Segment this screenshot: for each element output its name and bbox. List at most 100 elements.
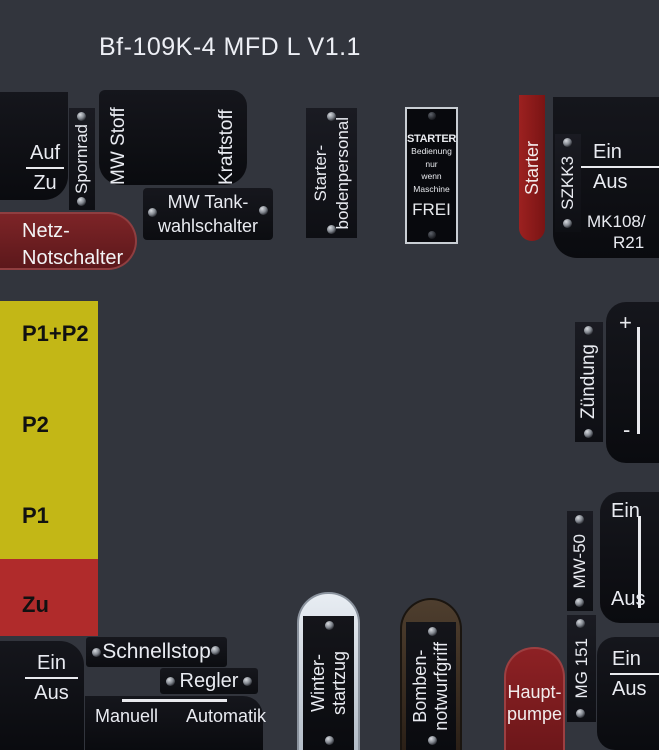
rivet	[576, 709, 585, 718]
schnellstop-button[interactable]: Schnellstop	[86, 637, 227, 667]
ignition-switch-line[interactable]	[637, 327, 640, 434]
bomb-line2: notwurfgriff	[431, 641, 451, 731]
rivet	[325, 736, 334, 745]
rivet	[428, 231, 436, 239]
rivet	[327, 225, 336, 234]
bomb-release-handle[interactable]: Bomben- notwurfgriff	[400, 598, 462, 750]
starter-crew-line2: bodenpersonal	[332, 116, 352, 230]
placard-line1: STARTER	[406, 133, 457, 145]
hauptpumpe-line2: pumpe	[506, 704, 563, 724]
kraftstoff-label: Kraftstoff	[216, 109, 237, 185]
ignition-switch-panel[interactable]: + -	[606, 302, 659, 463]
winter-handle-plate: Winter- startzug	[303, 616, 354, 750]
mw50-switch-line[interactable]	[638, 516, 641, 608]
winter-line2: startzug	[328, 650, 349, 716]
hauptpumpe-line1: Haupt-	[507, 682, 562, 702]
netz-line2: Notschalter	[22, 247, 124, 269]
rivet	[563, 219, 572, 228]
rivet	[563, 138, 572, 147]
rivet	[576, 619, 585, 628]
winter-start-handle[interactable]: Winter- startzug	[297, 592, 360, 750]
tank-label-line1: MW Tank-	[167, 192, 249, 212]
starter-button-label: Starter	[521, 140, 542, 196]
ignition-strip: Zündung	[575, 322, 603, 442]
fuel-selector-pos-p2[interactable]: P2	[22, 412, 49, 437]
generator-switch[interactable]: Ein Aus	[25, 651, 78, 705]
regler-switch-line[interactable]	[122, 699, 227, 702]
mg151-label: MG 151	[571, 638, 591, 699]
mw50-strip: MW-50	[567, 511, 593, 611]
mg151-on-label: Ein	[610, 647, 659, 675]
weapons-off-label: Aus	[593, 171, 628, 193]
rivet	[575, 515, 584, 524]
rivet	[77, 112, 86, 121]
landing-gear-switch-panel[interactable]: Auf Zu	[0, 92, 68, 200]
regler-label-plate: Regler	[160, 668, 258, 694]
hauptpumpe-button[interactable]: Haupt- pumpe	[504, 647, 565, 750]
placard-line2: Bedienung	[411, 146, 452, 156]
fuel-cock-panel[interactable]: MW Stoff Kraftstoff	[99, 90, 247, 185]
gear-up-label: Auf	[26, 141, 64, 169]
starter-crew-label: Starter- bodenpersonal	[310, 117, 354, 229]
mw-tank-selector-label: MW Tank- wahlschalter	[143, 188, 273, 240]
mg151-switch[interactable]: Ein Aus	[610, 647, 659, 701]
rivet	[428, 627, 437, 636]
mw-stoff-label: MW Stoff	[108, 107, 129, 185]
rivet	[575, 598, 584, 607]
fuel-selector-pos-zu[interactable]: Zu	[22, 592, 49, 617]
regler-mode-switch-panel[interactable]: Manuell Automatik	[85, 696, 267, 750]
fuel-selector-open-positions[interactable]: P1+P2 P2 P1	[0, 301, 98, 559]
tailwheel-label: Spornrad	[72, 124, 91, 194]
weapons-master-switch[interactable]: Ein Aus	[581, 140, 659, 194]
winter-line1: Winter-	[307, 654, 328, 712]
bomb-line1: Bomben-	[410, 649, 430, 723]
rivet	[428, 736, 437, 745]
fuel-selector-pos-p1[interactable]: P1	[22, 503, 49, 528]
rivet	[584, 429, 593, 438]
fuel-selector-pos-p1p2[interactable]: P1+P2	[22, 321, 89, 346]
rivet	[211, 646, 220, 655]
weapons-type-line2: R21	[613, 233, 645, 252]
winter-handle-label: Winter- startzug	[308, 651, 350, 715]
rivet	[327, 112, 336, 121]
starter-ground-crew-strip: Starter- bodenpersonal	[306, 108, 357, 238]
placard-line4: wenn	[421, 171, 442, 181]
landing-gear-switch[interactable]: Auf Zu	[26, 141, 64, 195]
gear-down-label: Zu	[33, 172, 57, 194]
fuel-selector-closed-position[interactable]: Zu	[0, 559, 98, 636]
ignition-plus-label: +	[619, 310, 632, 335]
starter-button[interactable]: Starter	[519, 95, 545, 241]
ignition-minus-label: -	[623, 417, 631, 442]
generator-switch-panel[interactable]: Ein Aus	[0, 641, 84, 750]
rivet	[428, 112, 436, 120]
mw50-switch-panel[interactable]: Ein Aus	[600, 492, 659, 623]
mg151-off-label: Aus	[612, 678, 647, 700]
schnellstop-label: Schnellstop	[102, 640, 211, 663]
rivet	[243, 677, 252, 686]
mg151-strip: MG 151	[567, 615, 596, 722]
regler-auto-option[interactable]: Automatik	[186, 706, 267, 726]
tailwheel-lock-strip[interactable]: Spornrad	[69, 108, 95, 210]
placard-line3: nur	[425, 158, 438, 169]
rivet	[92, 648, 101, 657]
regler-manual-option[interactable]: Manuell	[95, 706, 159, 726]
szkk3-label: SZKK3	[558, 156, 577, 210]
rivet	[584, 326, 593, 335]
mg151-switch-panel[interactable]: Ein Aus	[597, 637, 659, 750]
rivet	[77, 197, 86, 206]
mw50-off-label: Aus	[611, 588, 646, 610]
rivet	[148, 208, 157, 217]
rivet	[325, 621, 334, 630]
starter-crew-line1: Starter-	[310, 144, 330, 202]
bomb-handle-plate: Bomben- notwurfgriff	[406, 622, 456, 750]
netz-line1: Netz-	[22, 220, 70, 242]
netz-notschalter-button[interactable]: Netz- Notschalter	[0, 212, 137, 270]
bomb-handle-label: Bomben- notwurfgriff	[410, 642, 452, 731]
generator-off-label: Aus	[34, 682, 69, 704]
weapons-on-label: Ein	[581, 140, 659, 168]
rivet	[259, 206, 268, 215]
ignition-label: Zündung	[578, 344, 599, 420]
page-title: Bf-109K-4 MFD L V1.1	[99, 33, 361, 61]
placard-line5: Maschine	[413, 183, 450, 194]
